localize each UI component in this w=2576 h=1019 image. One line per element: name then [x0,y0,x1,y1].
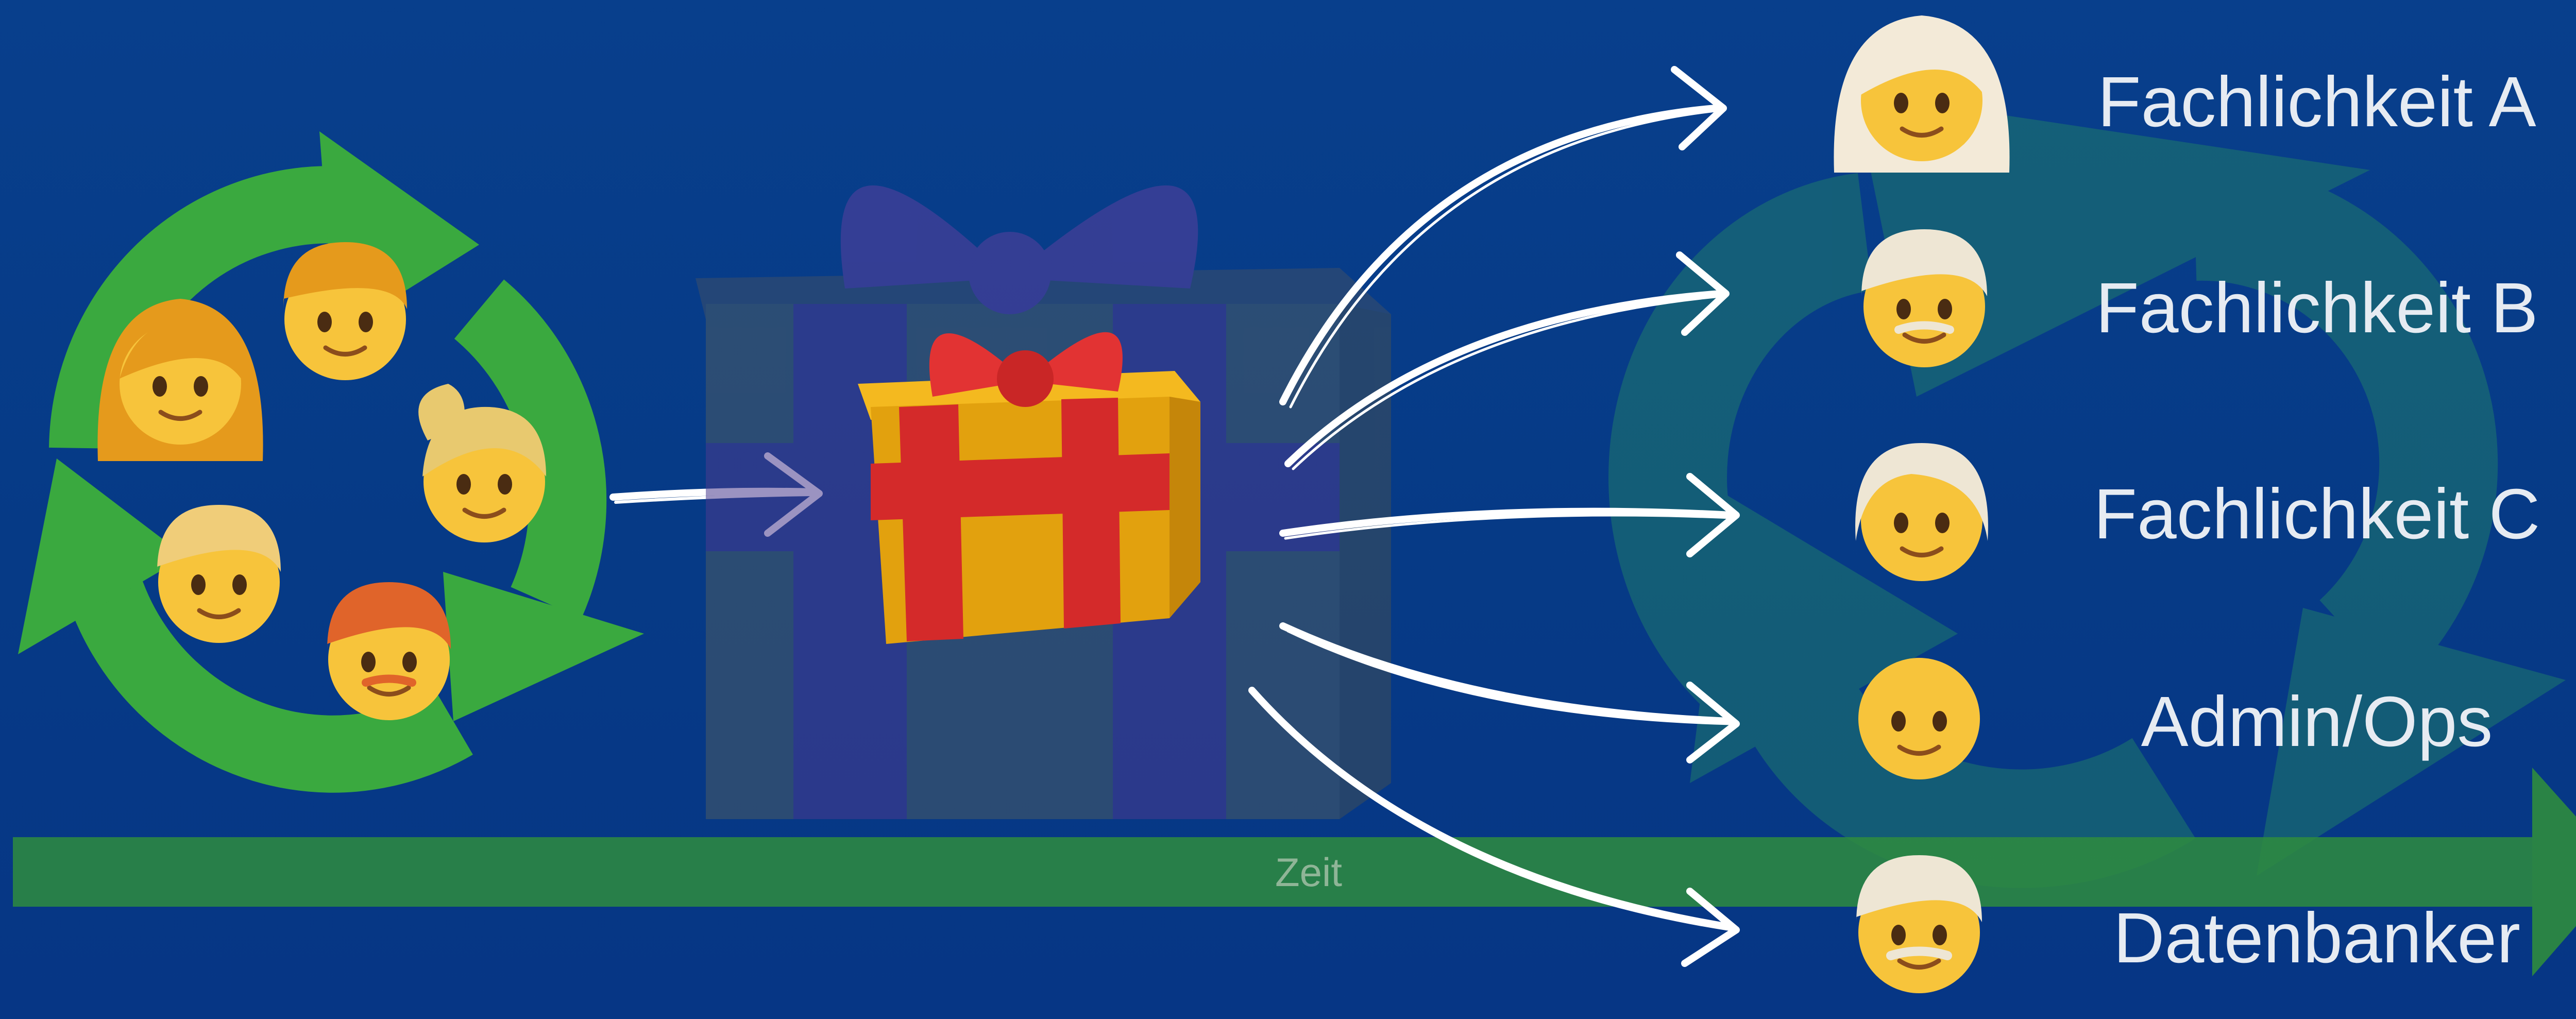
person-white-hair-avatar-icon [1855,443,1988,581]
role-label-c: Fachlichkeit C [2094,474,2540,554]
man-avatar-icon [283,242,407,380]
role-label-a: Fachlichkeit A [2097,62,2536,142]
role-label-admin: Admin/Ops [2141,682,2493,761]
old-man-mustache-avatar-icon [1856,855,1982,993]
role-label-b: Fachlichkeit B [2096,268,2538,348]
man-blond-avatar-icon [157,505,281,643]
man-redhair-avatar-icon [327,582,451,720]
old-man-avatar-icon [1861,229,1987,367]
role-label-dba: Datenbanker [2113,898,2520,978]
woman-white-hair-avatar-icon [1834,15,2009,173]
timeline-label: Zeit [1275,850,1342,895]
bald-man-avatar-icon [1858,658,1980,779]
